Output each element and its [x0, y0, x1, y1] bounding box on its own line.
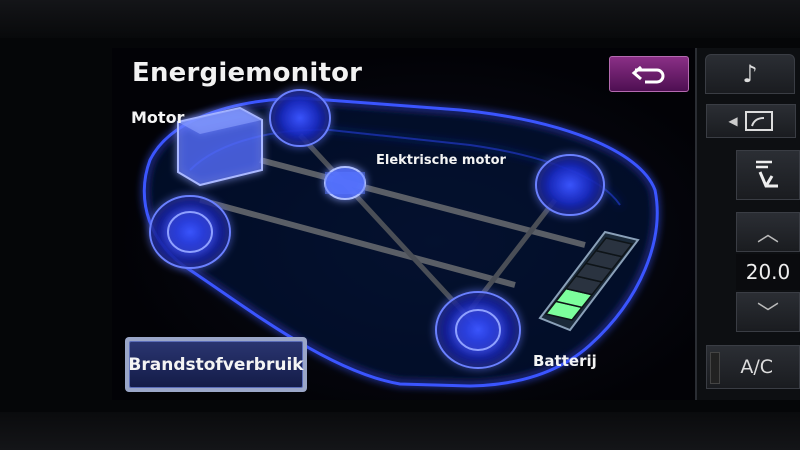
- music-note-icon: ♪: [742, 60, 758, 88]
- electric-motor-label: Elektrische motor: [376, 153, 506, 168]
- drive-shafts: [199, 133, 586, 332]
- temp-down-button[interactable]: ﹀: [736, 292, 800, 332]
- page-title: Energiemonitor: [132, 58, 363, 88]
- battery-pack: [538, 230, 640, 332]
- fuel-consumption-button[interactable]: Brandstofverbruik: [125, 337, 307, 392]
- engine-label: Motor: [131, 108, 185, 127]
- seat-airflow-button[interactable]: [736, 150, 800, 200]
- vent-mode-icon: [744, 111, 773, 131]
- hybrid-drivetrain-illustration: [142, 89, 659, 388]
- temp-up-button[interactable]: ︿: [736, 212, 800, 252]
- vent-mode-button[interactable]: ◀: [706, 104, 796, 138]
- ac-label: A/C: [740, 356, 773, 378]
- seat-airflow-icon: [756, 160, 778, 188]
- chevron-down-icon: ﹀: [756, 302, 779, 327]
- battery-label: Batterij: [533, 352, 597, 370]
- engine-block: [177, 106, 263, 187]
- bottom-bezel: [0, 412, 800, 450]
- ac-indicator: [710, 352, 720, 384]
- return-arrow-icon: [631, 65, 665, 84]
- wheel-rear-left: [435, 291, 521, 369]
- fuel-consumption-label: Brandstofverbruik: [128, 341, 304, 388]
- wheel-front-right: [269, 89, 331, 147]
- audio-tab[interactable]: ♪: [705, 54, 795, 94]
- chevron-left-icon: ◀: [728, 114, 738, 128]
- electric-motor: [324, 166, 366, 200]
- chevron-up-icon: ︿: [756, 222, 779, 247]
- wheel-front-left: [149, 195, 231, 269]
- ac-button[interactable]: A/C: [706, 345, 800, 389]
- top-bezel: [0, 0, 800, 38]
- back-button[interactable]: [609, 56, 689, 92]
- wheel-rear-right: [535, 154, 605, 216]
- temperature-display: 20.0: [736, 254, 800, 290]
- battery-cell: [594, 237, 634, 258]
